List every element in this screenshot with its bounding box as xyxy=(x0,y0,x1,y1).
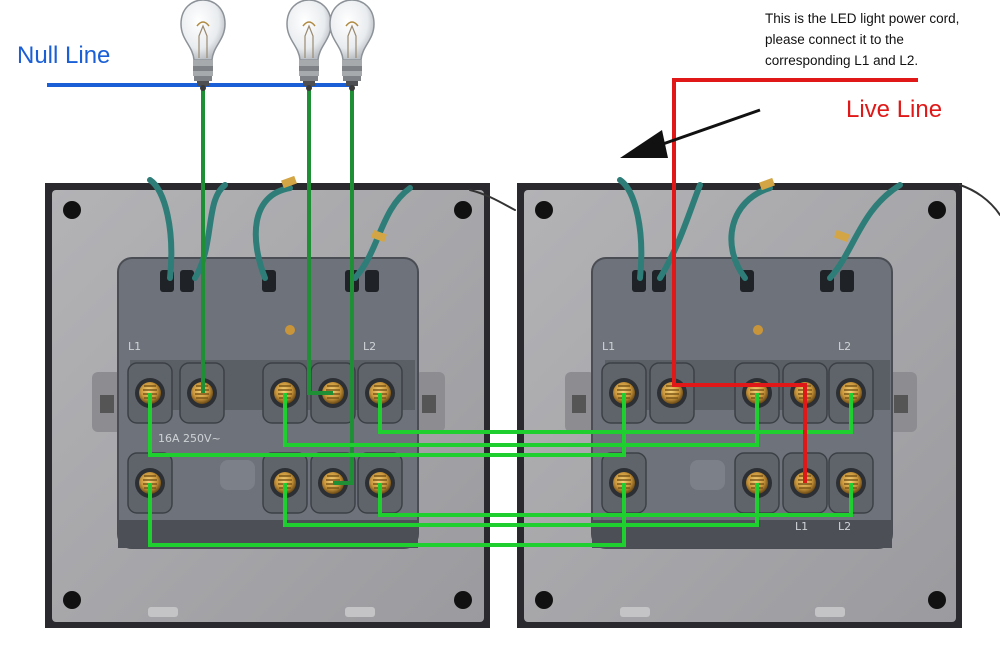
rating-text: 16A 250V~ xyxy=(158,432,221,445)
terminal-label: L2 xyxy=(363,340,376,353)
terminal-label: L2 xyxy=(838,520,851,533)
light-bulb-icon xyxy=(180,0,226,92)
terminal-label: L2 xyxy=(838,340,851,353)
left-switch-panel xyxy=(45,183,490,628)
terminal-label: L1 xyxy=(795,520,808,533)
wire-tips xyxy=(281,175,850,243)
right-switch-panel xyxy=(517,183,962,628)
light-bulb-icon xyxy=(286,0,332,92)
led-power-note: This is the LED light power cord, please… xyxy=(765,11,960,68)
live-line-label: Live Line xyxy=(846,96,943,123)
light-bulb-icon xyxy=(329,0,375,92)
terminal-label: L1 xyxy=(128,340,141,353)
live-line-wire xyxy=(672,78,918,483)
switch-wires xyxy=(148,393,853,547)
lamp-wires xyxy=(201,88,354,485)
arrow-icon xyxy=(620,108,761,158)
null-line-label: Null Line xyxy=(17,42,111,69)
teal-wires xyxy=(147,177,1000,281)
terminal-label: L1 xyxy=(602,340,615,353)
